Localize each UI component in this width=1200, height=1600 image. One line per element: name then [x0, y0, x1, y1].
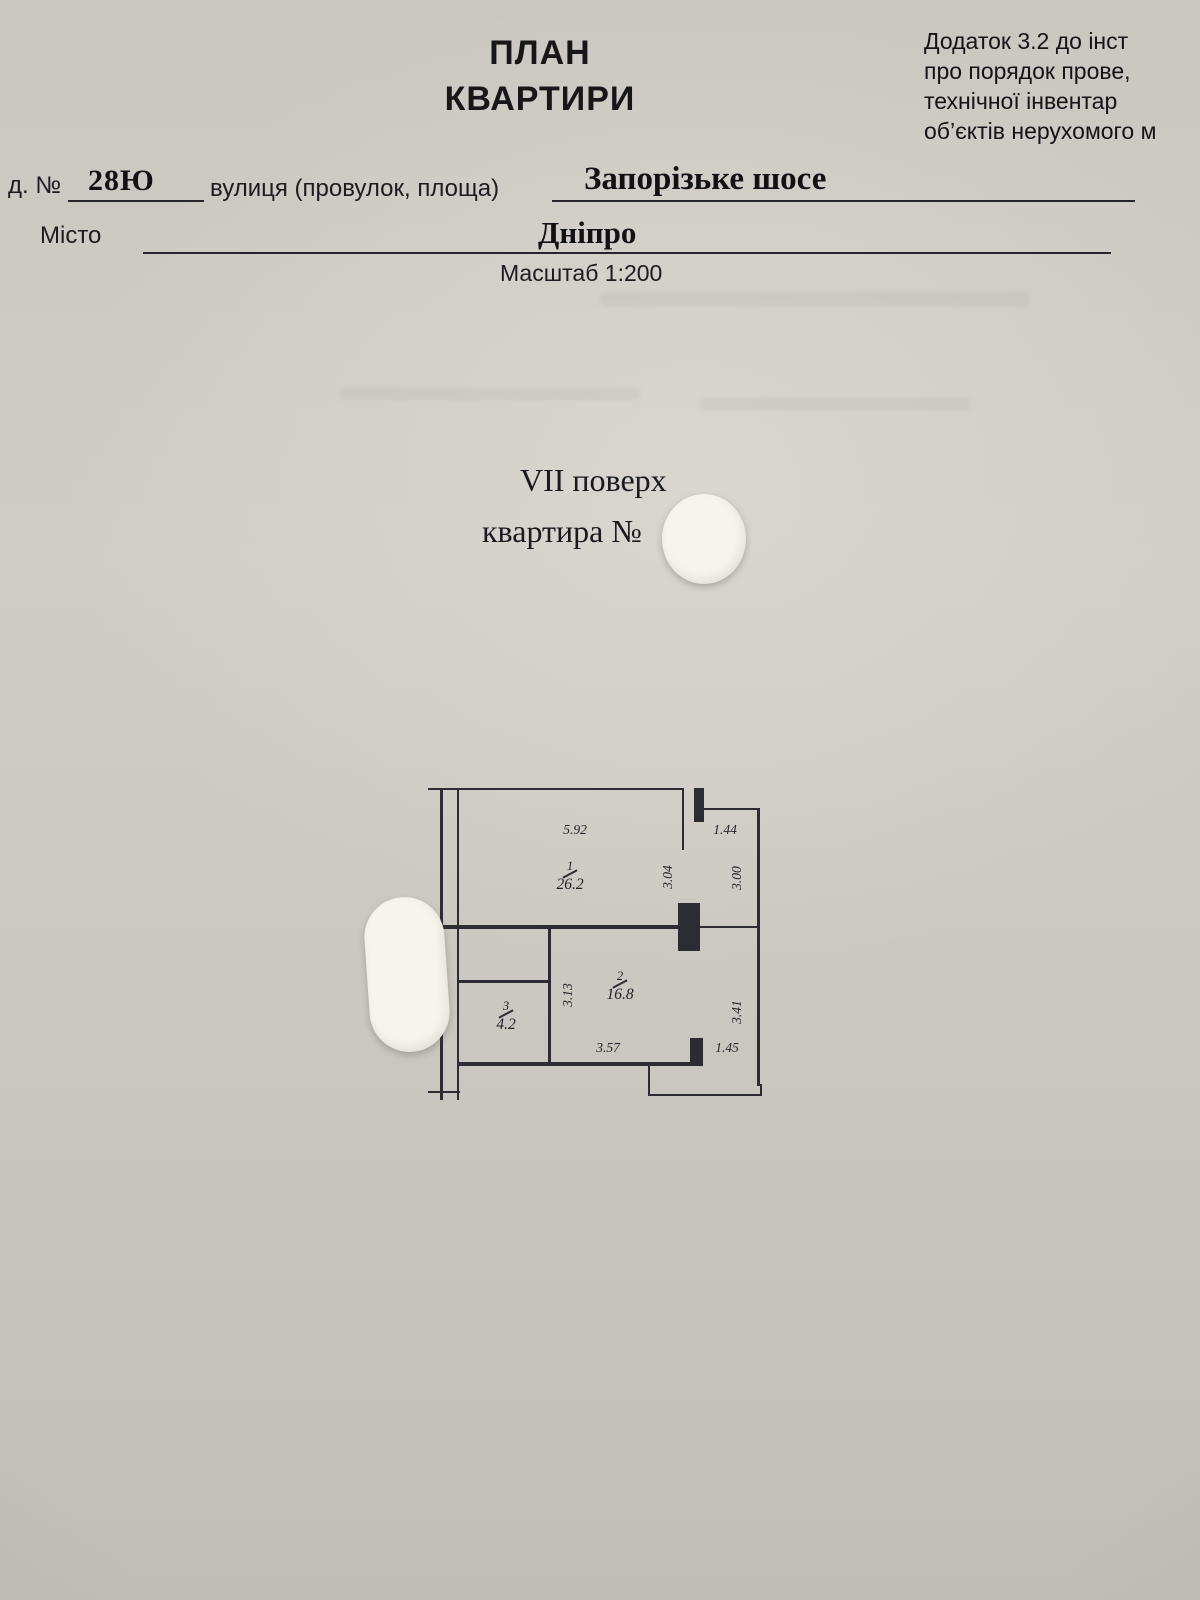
- plan-wall-divider: [548, 927, 551, 1064]
- street-label: вулиця (провулок, площа): [210, 175, 500, 202]
- plan-wall-landing-left: [648, 1066, 650, 1096]
- white-paper-patch: [361, 894, 453, 1055]
- house-number-value: 28Ю: [88, 164, 155, 197]
- room-area: 4.2: [496, 1016, 516, 1033]
- regulation-note-line: об’єктів нерухомого м: [924, 118, 1157, 144]
- document-title-line1: ПЛАН: [489, 34, 591, 72]
- underline: [143, 252, 1111, 254]
- dimension-label: 1.45: [715, 1040, 739, 1055]
- room-label-2: 2 16.8: [592, 970, 648, 1003]
- plan-wall-left-inner: [457, 788, 459, 1100]
- room-number: 3: [502, 999, 510, 1013]
- dimension-label: 3.57: [596, 1040, 620, 1055]
- bleed-through-smudge: [340, 388, 640, 400]
- document-title: ПЛАН КВАРТИРИ: [418, 30, 662, 122]
- underline: [68, 200, 204, 202]
- house-number-label: д. №: [8, 172, 62, 199]
- floor-heading: VII поверх: [520, 462, 667, 498]
- dimension-label: 3.00: [729, 866, 744, 890]
- regulation-note-line: про порядок прове,: [924, 58, 1131, 84]
- plan-wall-topright: [704, 808, 760, 810]
- scale-label: Масштаб 1:200: [500, 260, 663, 286]
- city-value: Дніпро: [538, 215, 637, 250]
- plan-wall-landing-right: [760, 1084, 762, 1096]
- plan-wall-middle-right: [700, 926, 760, 928]
- dimension-label: 5.92: [563, 822, 587, 837]
- underline: [552, 200, 1135, 202]
- plan-wall-bottom-tick: [428, 1091, 460, 1093]
- city-label: Місто: [40, 222, 102, 249]
- white-paper-patch: [662, 494, 746, 584]
- bleed-through-smudge: [600, 292, 1030, 306]
- plan-wall-pier-middle: [678, 903, 700, 951]
- regulation-note-line: технічної інвентар: [924, 88, 1118, 114]
- plan-wall-landing-bottom: [648, 1094, 762, 1096]
- room-number: 1: [566, 859, 574, 873]
- plan-wall-right: [757, 808, 760, 1086]
- dimension-label: 3.04: [660, 865, 675, 889]
- floor-plan-drawing: 5.92 1.44 3.57 1.45 3.04 3.00 3.13 3.41 …: [428, 782, 768, 1127]
- apartment-heading: квартира №: [482, 513, 642, 549]
- plan-wall-bottom: [458, 1062, 692, 1066]
- regulation-note: Додаток 3.2 до інст про порядок прове, т…: [924, 26, 1156, 146]
- plan-wall-pier-bottom: [690, 1038, 703, 1066]
- plan-wall-door-jamb: [682, 788, 684, 850]
- room-area: 26.2: [556, 876, 584, 893]
- dimension-label: 3.41: [729, 1000, 744, 1024]
- plan-wall-pier-top: [694, 788, 704, 822]
- plan-wall-top: [428, 788, 684, 790]
- room-label-3: 3 4.2: [484, 1000, 528, 1033]
- room-area: 16.8: [606, 986, 634, 1003]
- street-value: Запорізьке шосе: [584, 161, 827, 197]
- bleed-through-smudge: [700, 398, 970, 410]
- dimension-label: 3.13: [560, 983, 575, 1007]
- document-title-line2: КВАРТИРИ: [444, 80, 636, 118]
- room-number: 2: [616, 969, 624, 983]
- plan-wall-middle: [428, 925, 682, 929]
- dimension-label: 1.44: [713, 822, 737, 837]
- regulation-note-line: Додаток 3.2 до інст: [924, 28, 1129, 54]
- plan-wall-room3-top: [458, 980, 550, 983]
- room-label-1: 1 26.2: [542, 860, 598, 893]
